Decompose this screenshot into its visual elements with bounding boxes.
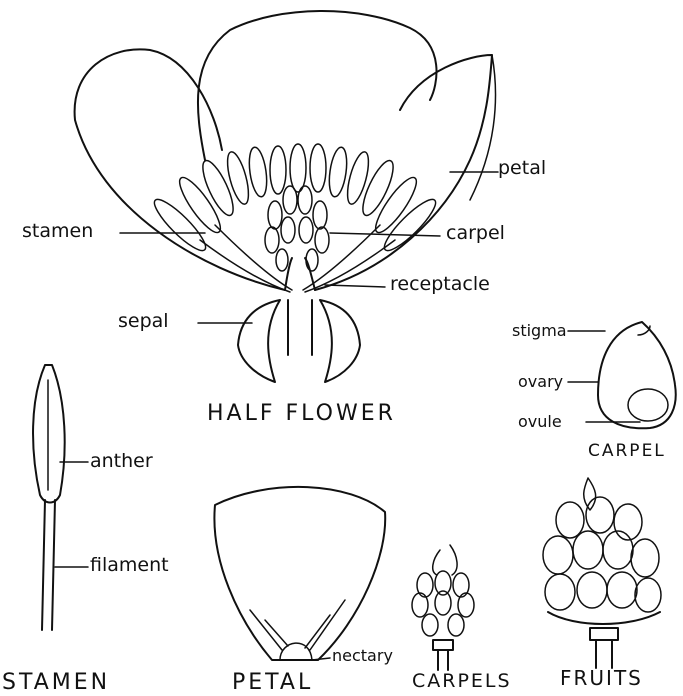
caption-carpels: CARPELS [412, 672, 512, 691]
caption-stamen: STAMEN [2, 672, 110, 694]
label-petal: petal [498, 159, 546, 178]
filament-shape [42, 500, 55, 630]
fruits-drawing [543, 478, 661, 668]
top-petal-shape [198, 11, 437, 160]
label-ovule: ovule [518, 414, 562, 430]
carpel-outline [598, 322, 676, 428]
label-receptacle: receptacle [390, 275, 490, 294]
label-stamen: stamen [22, 222, 93, 241]
carpel-cluster [265, 186, 329, 271]
ovule-shape [628, 389, 668, 421]
anther-shape [33, 365, 65, 503]
caption-fruits: FRUITS [560, 668, 643, 688]
label-nectary: nectary [332, 648, 393, 664]
left-petal-shape [75, 49, 285, 290]
label-filament: filament [90, 556, 169, 575]
label-ovary: ovary [518, 374, 563, 390]
petal-detail-drawing [214, 487, 385, 660]
caption-half-flower: HALF FLOWER [207, 403, 396, 425]
label-carpel: carpel [446, 224, 505, 243]
carpels-small-drawing [412, 545, 474, 670]
caption-petal: PETAL [232, 672, 313, 694]
label-anther: anther [90, 452, 153, 471]
receptacle-stalk [285, 258, 315, 355]
carpel-detail-drawing [568, 322, 676, 428]
stamen-detail-drawing [33, 365, 88, 630]
label-stigma: stigma [512, 323, 567, 339]
petal-outline [214, 487, 385, 660]
label-sepal: sepal [118, 312, 169, 331]
right-sepal [320, 300, 360, 382]
left-sepal [238, 300, 280, 382]
caption-carpel: CARPEL [588, 443, 666, 460]
stamen-fan [149, 144, 441, 292]
